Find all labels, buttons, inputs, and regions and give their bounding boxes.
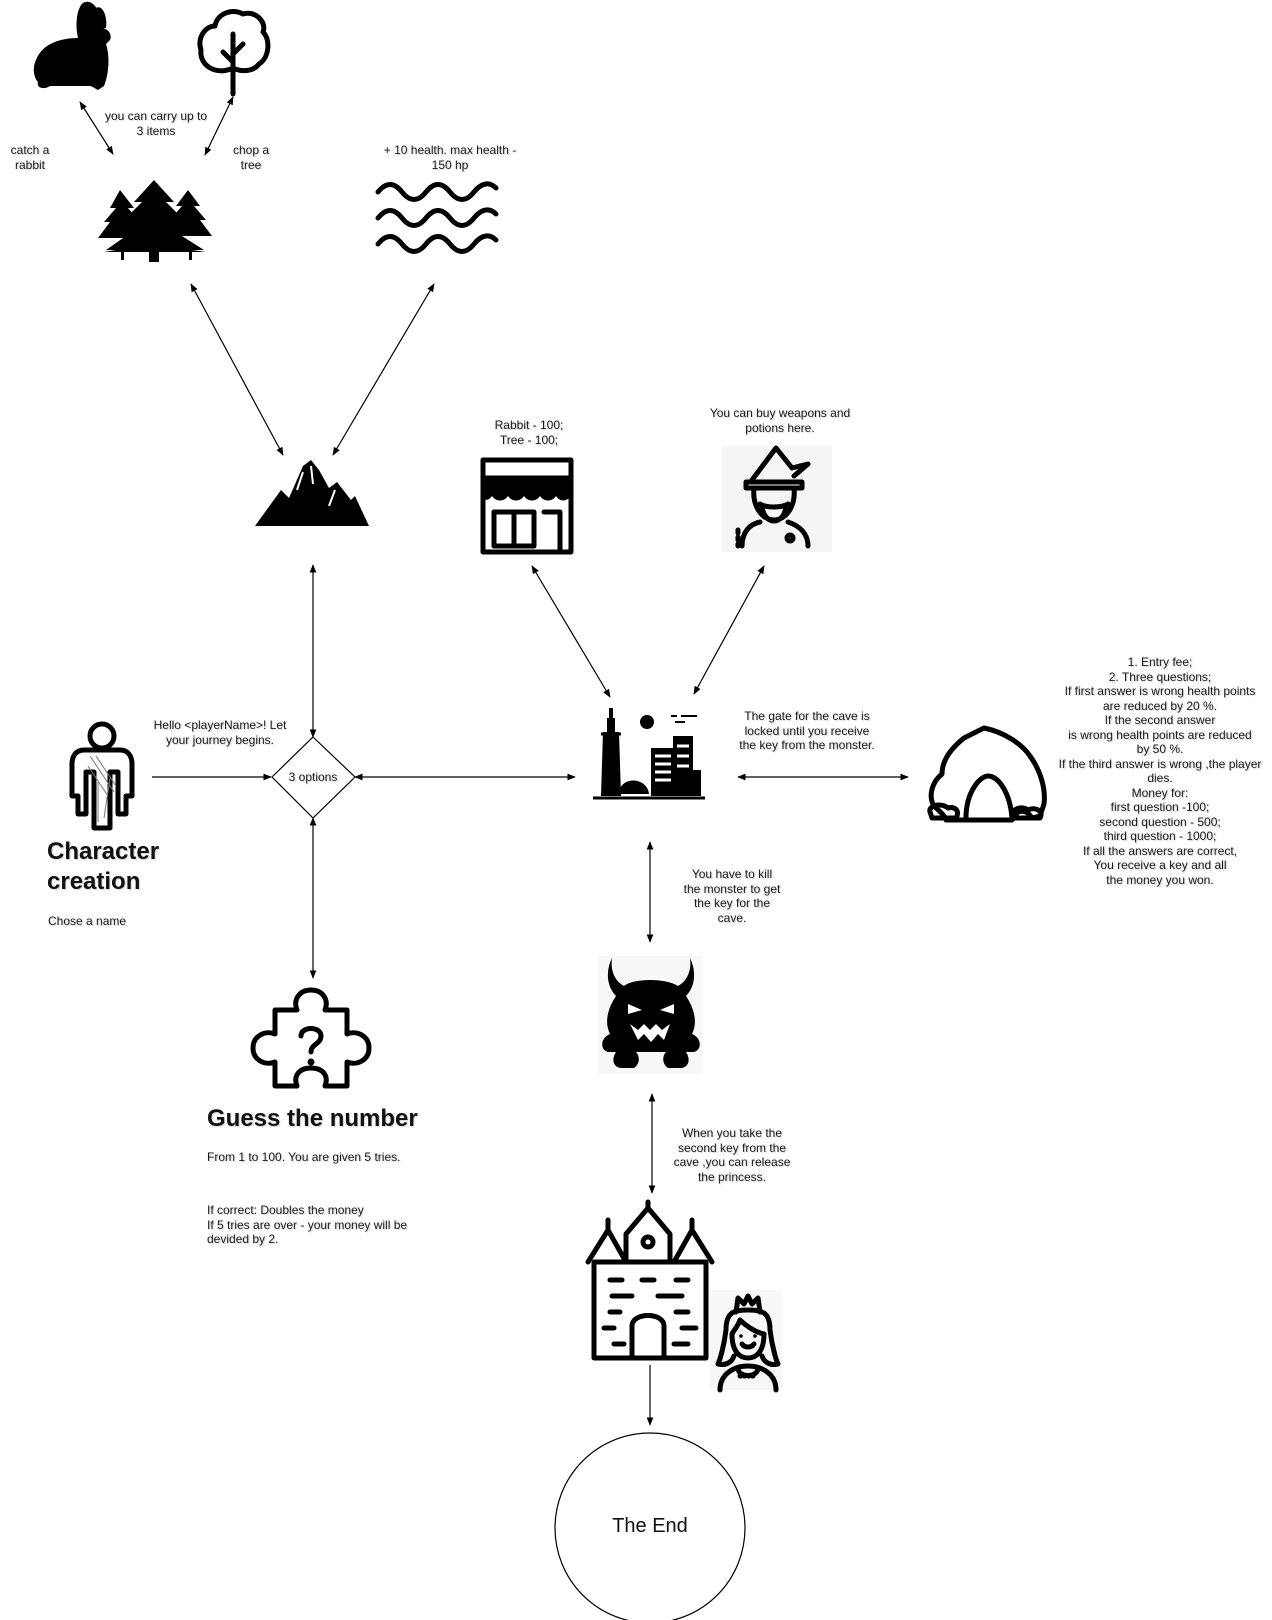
castle-icon [585,1199,715,1361]
greeting-label: Hello <playerName>! Let your journey beg… [153,718,287,747]
wizard-info-label: You can buy weapons and potions here. [709,406,851,435]
shop-icon [480,457,574,555]
cave-gate-label: The gate for the cave is locked until yo… [739,709,875,752]
carry-limit-label: you can carry up to 3 items [104,109,208,138]
mountains-icon [255,460,369,526]
wizard-icon [722,445,832,552]
water-waves-icon [375,181,499,254]
monster-icon [598,956,702,1074]
guess-number-rules: If correct: Doubles the money If 5 tries… [207,1203,408,1246]
end-label: The End [612,1515,688,1537]
puzzle-icon [250,987,372,1089]
arrow-wizard-city [693,565,765,695]
rabbit-icon [33,1,111,91]
chop-tree-label: chop a tree [232,143,270,172]
options-label: 3 options [288,770,338,784]
guess-number-subtitle: From 1 to 100. You are given 5 tries. [207,1150,401,1164]
arrow-water-mountains [332,283,435,456]
character-creation-title: Character creation [47,838,160,895]
princess-icon [710,1290,782,1393]
cave-icon [927,725,1047,823]
catch-rabbit-label: catch a rabbit [10,143,50,172]
arrow-forest-mountains [190,283,284,456]
princess-info-label: When you take the second key from the ca… [673,1126,791,1184]
tree-icon [197,9,271,97]
person-icon [69,721,135,831]
forest-icon [98,180,212,262]
guess-number-title: Guess the number [207,1105,418,1132]
arrow-tree-forest [204,96,234,156]
arrow-rabbit-forest [79,101,114,155]
cave-rules-label: 1. Entry fee; 2. Three questions; If fir… [1058,655,1262,887]
city-icon [593,708,705,800]
end-circle [554,1432,746,1620]
arrow-shop-city [531,565,611,698]
health-bonus-label: + 10 health. max health - 150 hp [383,143,517,172]
shop-prices-label: Rabbit - 100; Tree - 100; [494,418,564,447]
monster-info-label: You have to kill the monster to get the … [683,867,781,925]
character-creation-subtitle: Chose a name [48,914,127,928]
options-diamond [271,736,356,819]
